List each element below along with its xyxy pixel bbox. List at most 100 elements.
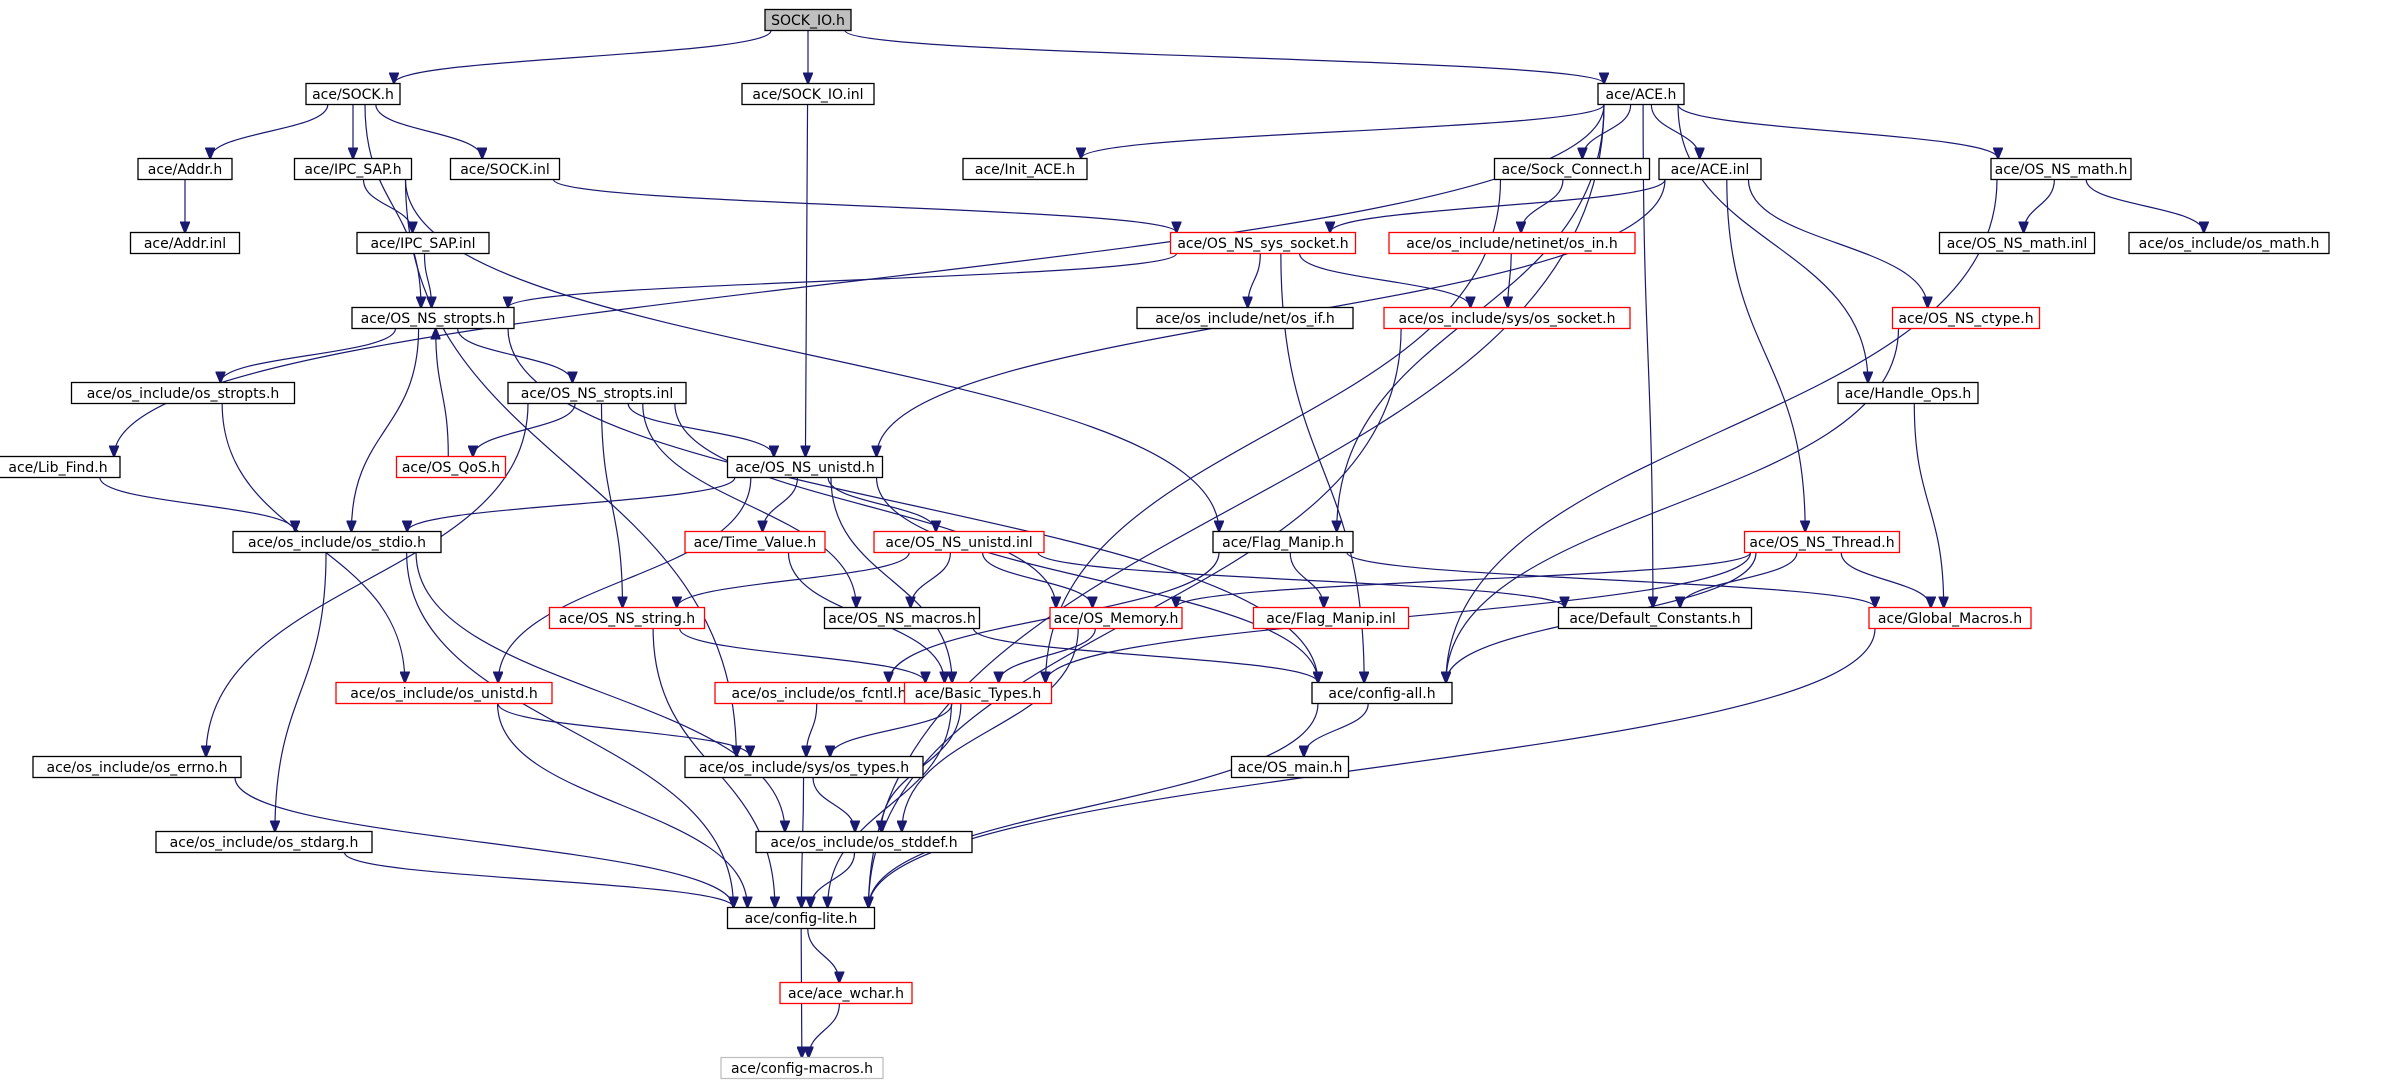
node-sys-os-socket-h[interactable]: ace/os_include/sys/os_socket.h: [1383, 306, 1631, 330]
node-label: ace/Lib_Find.h: [8, 460, 107, 476]
node-sock-io-inl[interactable]: ace/SOCK_IO.inl: [741, 82, 875, 106]
edge-line: [809, 1003, 840, 1058]
node-os-ns-math-inl[interactable]: ace/OS_NS_math.inl: [1938, 231, 2096, 255]
edge-line: [114, 104, 1605, 457]
edge-ace-h-to-ace-inl: [1650, 104, 1699, 159]
edge-line: [674, 403, 1056, 608]
node-os-ns-string-h[interactable]: ace/OS_NS_string.h: [548, 606, 706, 630]
edge-line: [1582, 104, 1632, 159]
node-os-qos-h[interactable]: ace/OS_QoS.h: [395, 455, 507, 479]
edge-line: [981, 552, 1093, 608]
edge-line: [806, 703, 818, 757]
edge-line: [343, 852, 734, 908]
node-os-stropts-h[interactable]: ace/os_include/os_stropts.h: [70, 381, 296, 405]
edge-line: [1330, 179, 1666, 233]
node-box: [70, 381, 296, 405]
edge-os-ns-unistd-inl-to-os-ns-macros-h: [911, 552, 952, 608]
node-addr-h[interactable]: ace/Addr.h: [137, 157, 233, 181]
edge-line: [828, 703, 953, 908]
node-os-memory-h[interactable]: ace/OS_Memory.h: [1049, 606, 1183, 630]
node-config-macros-h[interactable]: ace/config-macros.h: [720, 1056, 884, 1080]
node-sock-h[interactable]: ace/SOCK.h: [305, 82, 401, 106]
edge-os-ns-unistd-h-to-os-stdio-h: [407, 477, 736, 532]
node-label: ace/os_include/sys/os_types.h: [699, 760, 909, 776]
node-flag-manip-h[interactable]: ace/Flag_Manip.h: [1212, 530, 1354, 554]
node-box: [1212, 530, 1354, 554]
edge-line: [1299, 253, 1471, 308]
edge-line: [911, 552, 952, 608]
node-label: ace/OS_NS_stropts.inl: [521, 386, 673, 402]
node-os-stdarg-h[interactable]: ace/os_include/os_stdarg.h: [155, 830, 373, 854]
node-os-ns-unistd-inl[interactable]: ace/OS_NS_unistd.inl: [873, 530, 1045, 554]
node-label: ace/config-all.h: [1328, 686, 1435, 702]
node-label: ace/OS_NS_unistd.inl: [885, 535, 1032, 551]
edge-line: [1289, 552, 1324, 608]
node-config-all-h[interactable]: ace/config-all.h: [1311, 681, 1453, 705]
node-label: ace/OS_main.h: [1238, 760, 1343, 776]
node-ipc-sap-inl[interactable]: ace/IPC_SAP.inl: [356, 231, 490, 255]
node-init-ace-h[interactable]: ace/Init_ACE.h: [962, 157, 1088, 181]
edge-line: [415, 552, 785, 832]
node-basic-types-h[interactable]: ace/Basic_Types.h: [903, 681, 1053, 705]
edge-os-ns-unistd-h-to-config-all-h: [875, 477, 1319, 683]
node-handle-ops-h[interactable]: ace/Handle_Ops.h: [1837, 381, 1979, 405]
node-ace-wchar-h[interactable]: ace/ace_wchar.h: [779, 981, 913, 1005]
node-os-ns-macros-h[interactable]: ace/OS_NS_macros.h: [823, 606, 981, 630]
node-sock-connect-h[interactable]: ace/Sock_Connect.h: [1493, 157, 1651, 181]
node-lib-find-h[interactable]: ace/Lib_Find.h: [0, 455, 121, 479]
edge-ace-inl-to-os-ns-sys-socket-h: [1330, 179, 1666, 233]
node-net-os-if-h[interactable]: ace/os_include/net/os_if.h: [1136, 306, 1354, 330]
node-label: ace/IPC_SAP.h: [304, 162, 401, 178]
node-os-ns-thread-h[interactable]: ace/OS_NS_Thread.h: [1743, 530, 1901, 554]
node-default-constants-h[interactable]: ace/Default_Constants.h: [1557, 606, 1753, 630]
node-os-ns-math-h[interactable]: ace/OS_NS_math.h: [1990, 157, 2132, 181]
node-box: [1230, 755, 1350, 779]
node-os-ns-stropts-h[interactable]: ace/OS_NS_stropts.h: [351, 306, 515, 330]
edge-sock-io-h-to-sock-h: [394, 30, 772, 84]
node-netinet-os-in-h[interactable]: ace/os_include/netinet/os_in.h: [1388, 231, 1636, 255]
node-label: ace/OS_Memory.h: [1054, 611, 1179, 627]
node-sock-io-h[interactable]: SOCK_IO.h: [764, 8, 852, 32]
node-label: ace/ace_wchar.h: [788, 986, 904, 1002]
node-os-ns-unistd-h[interactable]: ace/OS_NS_unistd.h: [726, 455, 884, 479]
edge-line: [1840, 552, 1931, 608]
edge-line: [99, 477, 295, 532]
node-sys-os-types-h[interactable]: ace/os_include/sys/os_types.h: [684, 755, 924, 779]
node-os-ns-ctype-h[interactable]: ace/OS_NS_ctype.h: [1891, 306, 2041, 330]
node-os-ns-sys-socket-h[interactable]: ace/OS_NS_sys_socket.h: [1169, 231, 1357, 255]
node-os-stddef-h[interactable]: ace/os_include/os_stddef.h: [755, 830, 973, 854]
node-box: [764, 8, 852, 32]
node-ace-h[interactable]: ace/ACE.h: [1597, 82, 1685, 106]
node-box: [1493, 157, 1651, 181]
node-os-errno-h[interactable]: ace/os_include/os_errno.h: [32, 755, 242, 779]
node-box: [507, 381, 687, 405]
node-box: [684, 755, 924, 779]
node-config-lite-h[interactable]: ace/config-lite.h: [726, 906, 876, 930]
node-time-value-h[interactable]: ace/Time_Value.h: [684, 530, 826, 554]
edge-line: [830, 477, 952, 683]
node-os-main-h[interactable]: ace/OS_main.h: [1230, 755, 1350, 779]
edge-os-ns-stropts-inl-to-os-errno-h: [206, 403, 529, 757]
edge-line: [844, 29, 1604, 84]
edge-os-stddef-h-to-config-lite-h: [810, 852, 856, 908]
node-box: [129, 231, 241, 255]
edge-ace-wchar-h-to-config-macros-h: [809, 1003, 840, 1058]
node-ace-inl[interactable]: ace/ACE.inl: [1658, 157, 1762, 181]
node-box: [684, 530, 826, 554]
node-ipc-sap-h[interactable]: ace/IPC_SAP.h: [293, 157, 413, 181]
node-box: [395, 455, 507, 479]
edge-line: [498, 477, 752, 683]
node-os-math-h[interactable]: ace/os_include/os_math.h: [2128, 231, 2330, 255]
node-global-macros-h[interactable]: ace/Global_Macros.h: [1868, 606, 2032, 630]
node-sock-inl[interactable]: ace/SOCK.inl: [449, 157, 561, 181]
node-label: ace/os_include/netinet/os_in.h: [1406, 236, 1617, 252]
edge-global-macros-h-to-config-lite-h: [869, 628, 1876, 908]
node-flag-manip-inl[interactable]: ace/Flag_Manip.inl: [1252, 606, 1410, 630]
edge-os-memory-h-to-basic-types-h: [999, 628, 1096, 683]
node-os-stdio-h[interactable]: ace/os_include/os_stdio.h: [232, 530, 442, 554]
node-os-fcntl-h[interactable]: ace/os_include/os_fcntl.h: [714, 681, 924, 705]
edge-ipc-sap-inl-to-os-ns-stropts-h: [423, 253, 432, 308]
node-os-ns-stropts-inl[interactable]: ace/OS_NS_stropts.inl: [507, 381, 687, 405]
node-os-unistd-h[interactable]: ace/os_include/os_unistd.h: [335, 681, 553, 705]
node-addr-inl[interactable]: ace/Addr.inl: [129, 231, 241, 255]
